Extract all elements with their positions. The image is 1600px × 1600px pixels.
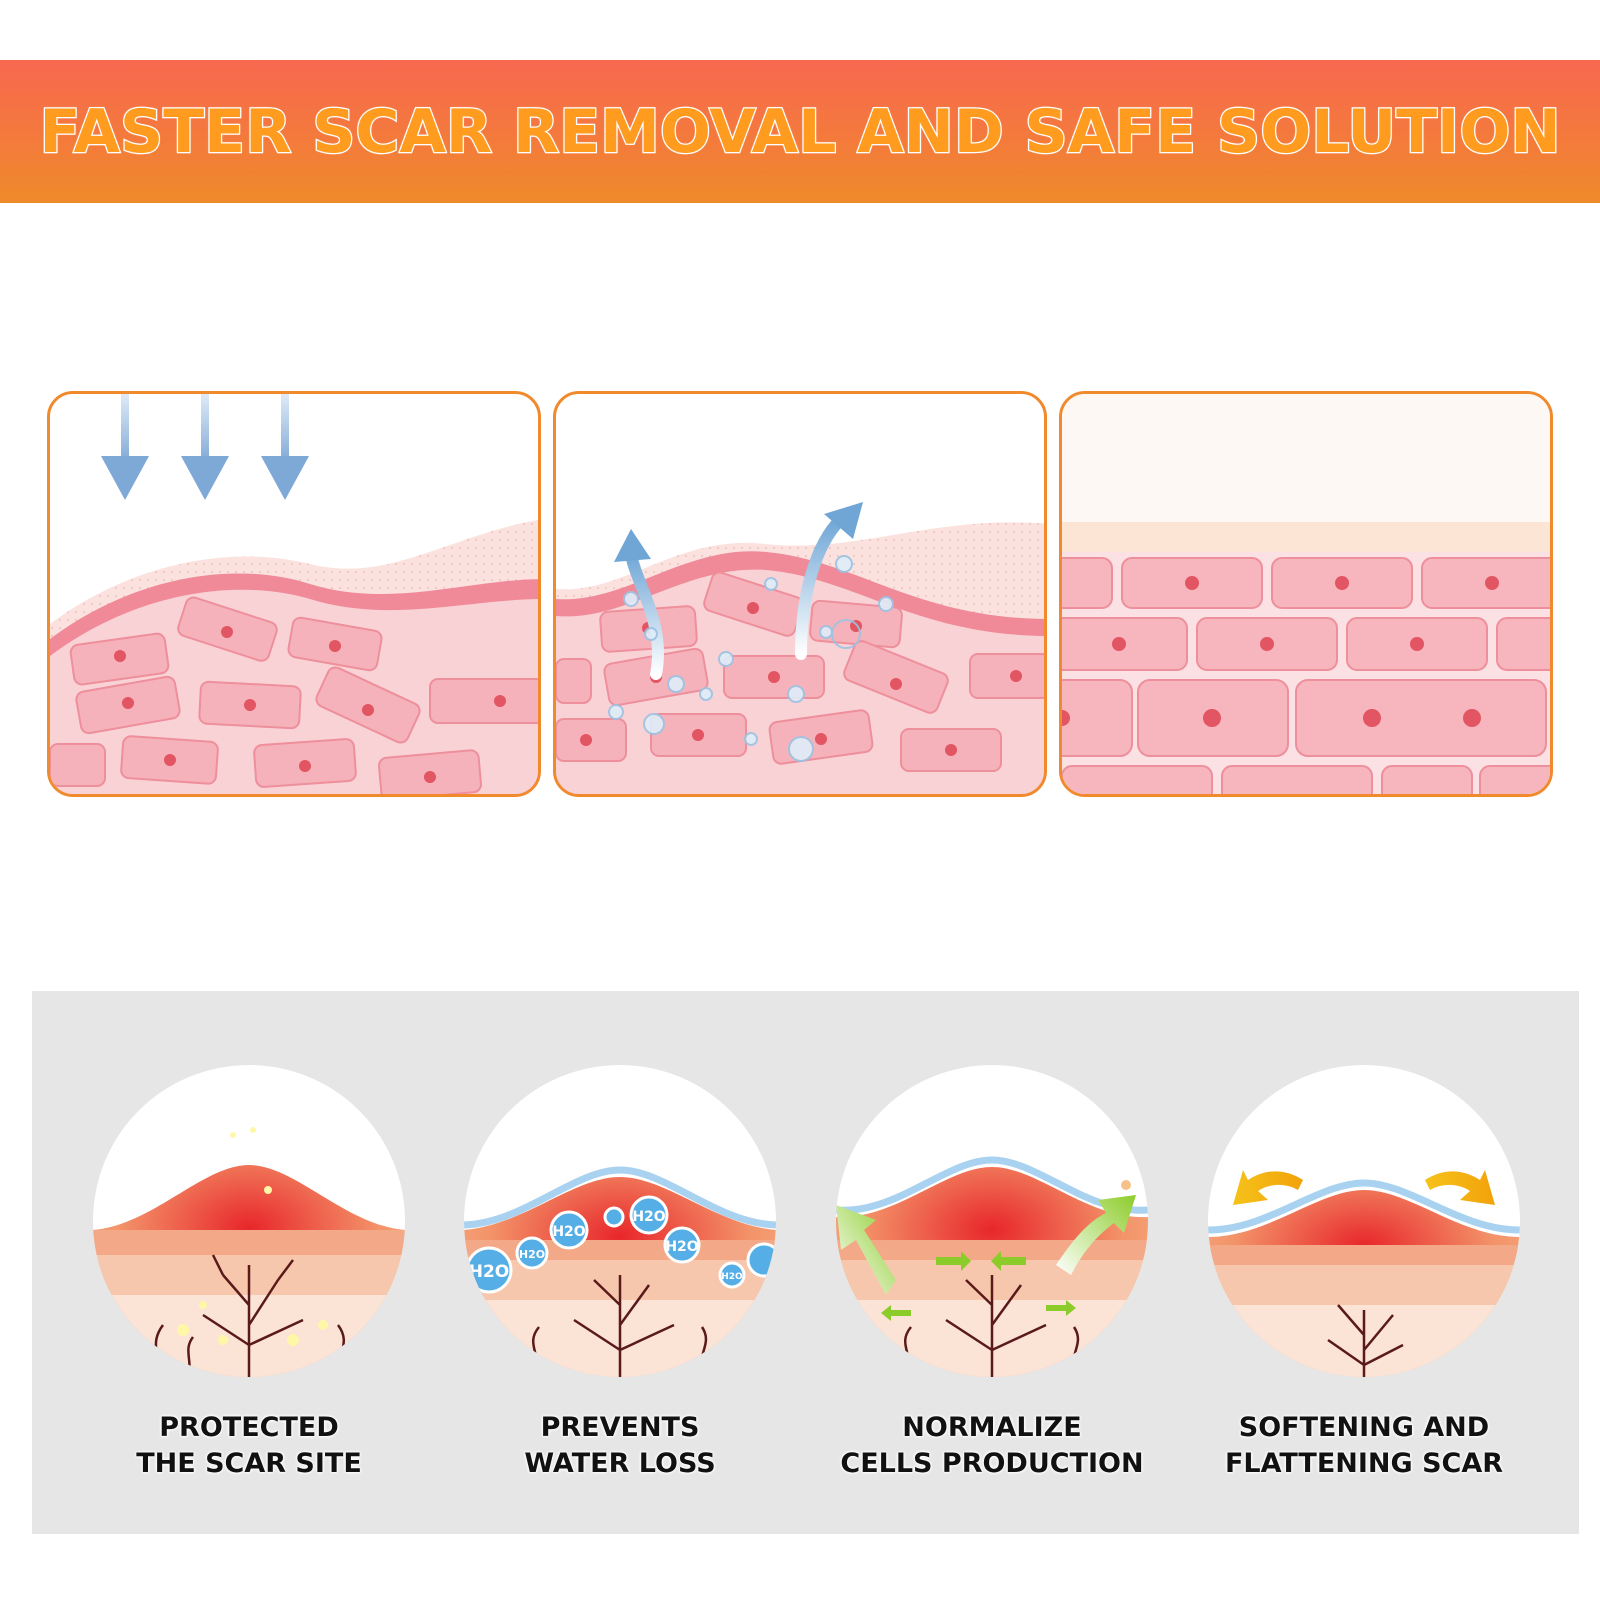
- pressure-illustration: [50, 394, 538, 794]
- pressure-panel: [47, 391, 541, 797]
- svg-text:H2O: H2O: [552, 1224, 585, 1240]
- flatten-scar-icon: [1208, 1065, 1520, 1377]
- down-arrows: [101, 394, 309, 500]
- water-retention-icon: H2O H2O H2O H2O H2O H2O: [464, 1065, 776, 1377]
- svg-text:H2O: H2O: [519, 1248, 545, 1261]
- evaporation-arrows: [614, 502, 863, 680]
- smooth-cells-panel: [1059, 391, 1553, 797]
- smooth-cells-illustration: [1062, 394, 1550, 794]
- hydration-illustration: [556, 502, 1044, 794]
- svg-text:H2O: H2O: [632, 1209, 665, 1225]
- svg-text:H2O: H2O: [721, 1272, 743, 1282]
- cell-normalize-icon: [836, 1065, 1148, 1377]
- svg-text:H2O: H2O: [665, 1239, 698, 1255]
- title-banner: FASTER SCAR REMOVAL AND SAFE SOLUTION: [0, 60, 1600, 203]
- svg-text:H2O: H2O: [469, 1262, 510, 1282]
- protected-scar-icon: [93, 1065, 405, 1377]
- hydration-panel: [553, 391, 1047, 797]
- banner-title: FASTER SCAR REMOVAL AND SAFE SOLUTION: [38, 95, 1562, 168]
